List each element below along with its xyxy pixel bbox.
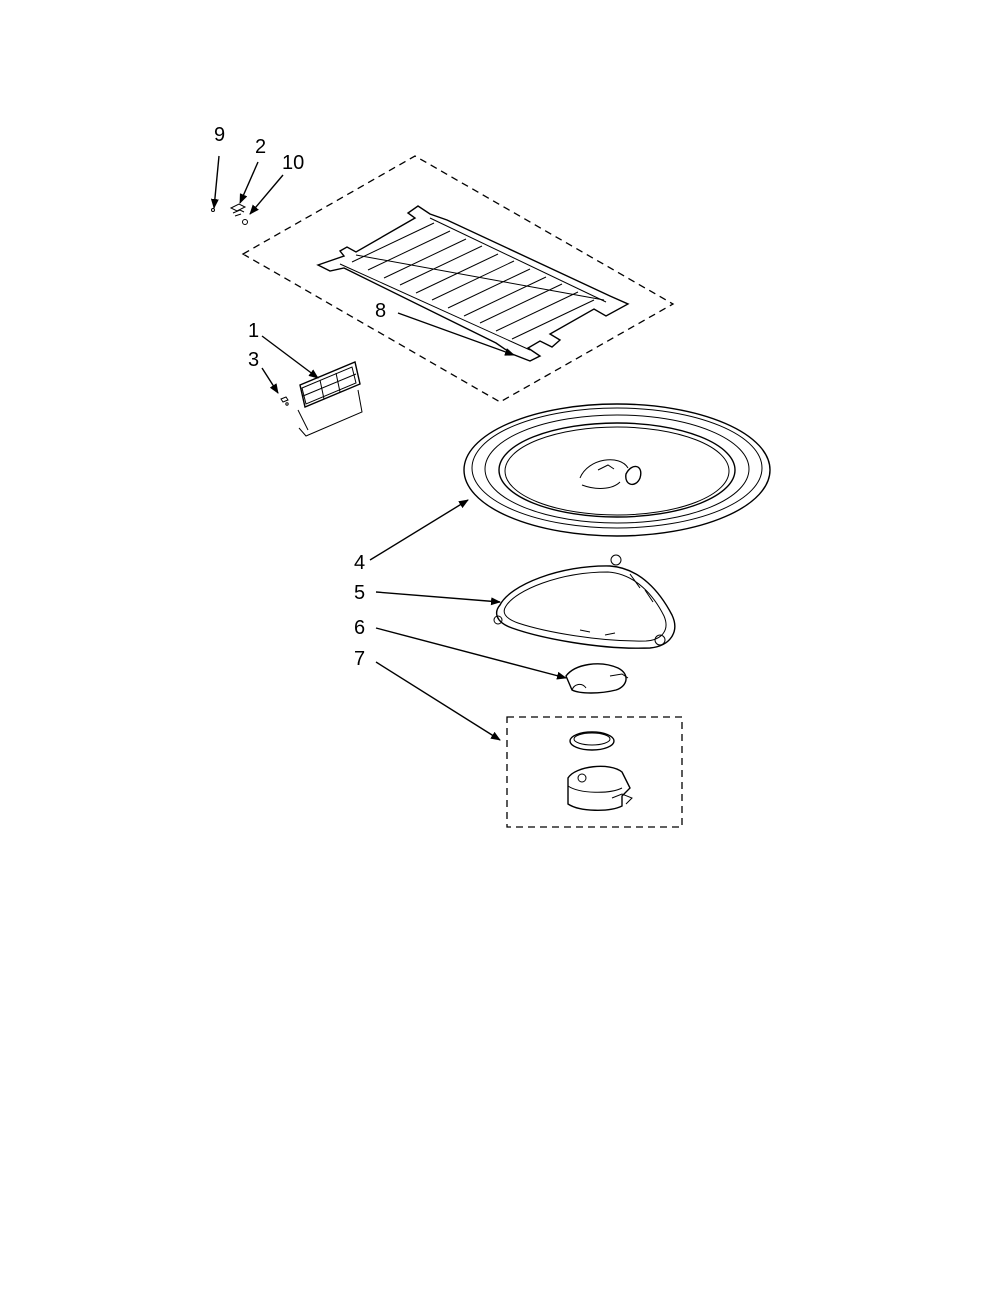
leader-4 xyxy=(369,499,469,561)
callout-10: 10 xyxy=(282,152,304,174)
coupler-part-6 xyxy=(565,663,629,694)
callout-9: 9 xyxy=(214,124,225,146)
leader-6 xyxy=(375,627,567,680)
callout-2: 2 xyxy=(255,136,266,158)
callout-3: 3 xyxy=(248,349,259,371)
waveguide-cover-part-1 xyxy=(297,361,363,437)
callout-5: 5 xyxy=(354,582,365,604)
washer-part-10 xyxy=(242,219,248,225)
roller-support-part-5 xyxy=(493,554,676,649)
callout-1: 1 xyxy=(248,320,259,342)
leader-3 xyxy=(261,367,279,394)
callout-6: 6 xyxy=(354,617,365,639)
callout-7: 7 xyxy=(354,648,365,670)
callout-8: 8 xyxy=(375,300,386,322)
leader-10 xyxy=(249,174,284,215)
wire-rack-part-8 xyxy=(316,205,630,362)
leader-2 xyxy=(239,161,259,204)
leader-8 xyxy=(397,312,515,356)
leader-9 xyxy=(210,155,220,209)
callout-4: 4 xyxy=(354,552,365,574)
rack-kit-boundary xyxy=(241,155,675,403)
leader-7 xyxy=(375,661,501,741)
glass-tray-part-4 xyxy=(463,403,771,537)
motor-kit-boundary xyxy=(506,716,683,828)
screw-part-9 xyxy=(211,208,215,212)
motor-part-7 xyxy=(567,731,633,811)
leader-1 xyxy=(261,335,319,379)
screw-part-3 xyxy=(280,396,289,406)
leader-5 xyxy=(375,591,501,606)
bracket-part-2 xyxy=(229,203,247,217)
